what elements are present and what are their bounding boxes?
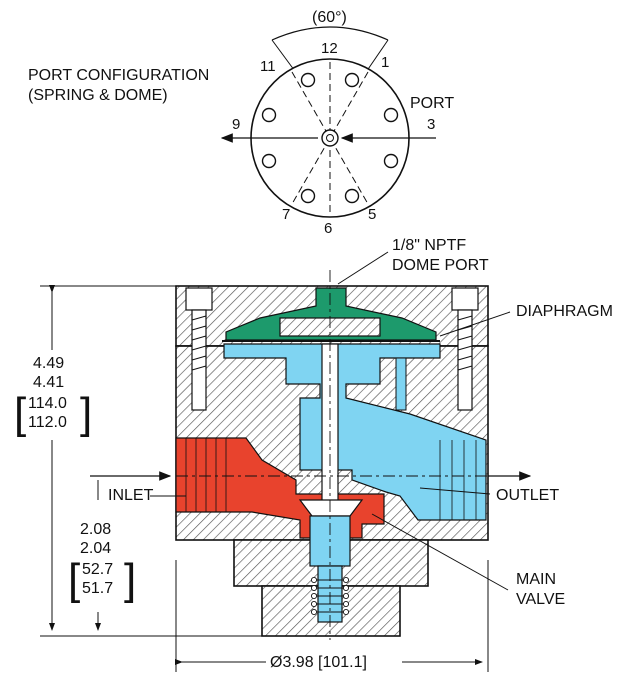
- height-in-max: 4.49: [33, 355, 65, 372]
- position-9: 9: [232, 116, 241, 133]
- main-valve-label-line1: MAIN: [516, 571, 556, 588]
- position-11: 11: [260, 58, 276, 75]
- position-6: 6: [324, 220, 333, 237]
- height-bracket-right: ]: [80, 389, 93, 438]
- inlet-height-mm-max: 52.7: [82, 561, 114, 578]
- port-config-title-line1: PORT CONFIGURATION: [28, 67, 210, 84]
- inlet-bracket-left: [: [68, 555, 81, 604]
- regulator-body: [90, 270, 532, 640]
- height-mm-min: 112.0: [28, 414, 67, 431]
- port-config-title-line2: (SPRING & DOME): [28, 87, 168, 104]
- position-7: 7: [282, 206, 291, 223]
- outlet-label: OUTLET: [496, 487, 560, 504]
- height-bracket-left: [: [14, 389, 27, 438]
- position-12: 12: [321, 40, 338, 57]
- inlet-height-mm-min: 51.7: [82, 580, 114, 597]
- dimension-lines: [40, 285, 489, 672]
- position-5: 5: [368, 206, 377, 223]
- inlet-label: INLET: [108, 487, 154, 504]
- position-3: 3: [427, 116, 436, 133]
- inlet-bracket-right: ]: [124, 555, 137, 604]
- height-in-min: 4.41: [33, 374, 65, 391]
- dome-port-label-line1: 1/8" NPTF: [392, 237, 467, 254]
- diaphragm-label: DIAPHRAGM: [516, 303, 613, 320]
- inlet-height-in-min: 2.04: [80, 540, 112, 557]
- height-mm-max: 114.0: [28, 395, 67, 412]
- port-configuration-view: [220, 26, 436, 218]
- dome-port-label-line2: DOME PORT: [392, 257, 489, 274]
- inlet-height-in-max: 2.08: [80, 521, 112, 538]
- port-label: PORT: [410, 95, 455, 112]
- main-valve-label-line2: VALVE: [516, 591, 566, 608]
- angle-label: (60°): [312, 9, 347, 26]
- leader-lines: [150, 251, 511, 591]
- position-1: 1: [381, 54, 390, 71]
- diameter-dimension: Ø3.98 [101.1]: [270, 654, 367, 671]
